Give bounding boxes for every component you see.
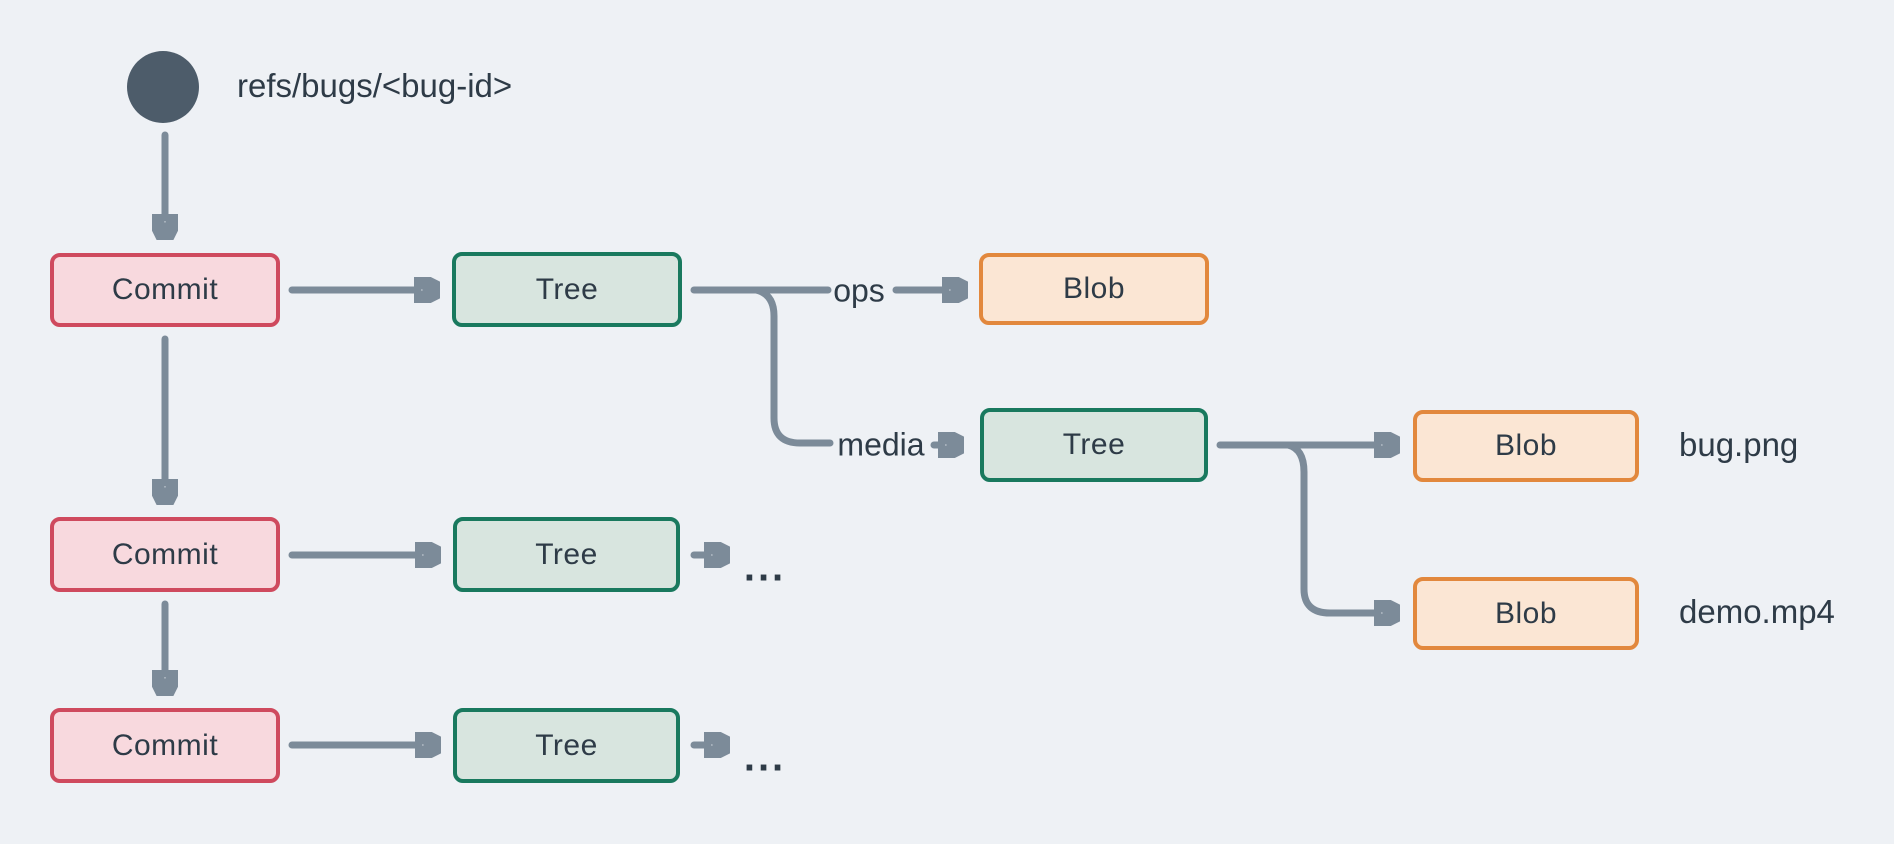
commit-node-1: Commit <box>50 253 280 327</box>
tree-node-2: Tree <box>453 517 680 592</box>
commit-node-2: Commit <box>50 517 280 592</box>
edge-tree1-branch-to-media-label <box>752 286 834 447</box>
edge-label-ops: ops <box>833 272 885 309</box>
ref-label: refs/bugs/<bug-id> <box>237 67 513 105</box>
ref-circle-node <box>127 51 199 123</box>
commit-node-3: Commit <box>50 708 280 783</box>
edge-mediatree-to-blob-demo <box>1284 441 1376 613</box>
blob-node-demo: Blob <box>1413 577 1639 650</box>
file-label-demo-mp4: demo.mp4 <box>1679 593 1835 631</box>
edge-label-media: media <box>837 426 925 463</box>
tree-node-1: Tree <box>452 252 682 327</box>
blob-node-bug: Blob <box>1413 410 1639 482</box>
tree-node-media: Tree <box>980 408 1208 482</box>
blob-node-ops: Blob <box>979 253 1209 325</box>
file-label-bug-png: bug.png <box>1679 426 1799 464</box>
tree-node-3: Tree <box>453 708 680 783</box>
ellipsis-row2: ... <box>743 545 787 590</box>
ellipsis-row3: ... <box>743 735 787 780</box>
